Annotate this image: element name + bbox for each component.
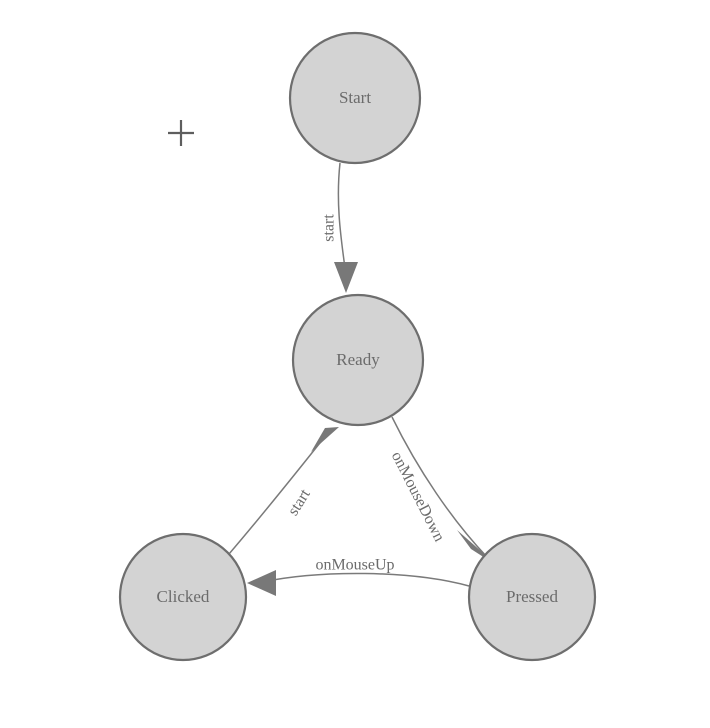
node-start[interactable]: Start [288, 31, 422, 165]
edge-pressed-to-clicked[interactable]: onMouseUp [247, 557, 470, 596]
crosshair-icon [168, 120, 194, 146]
node-clicked[interactable]: Clicked [118, 532, 248, 662]
node-start-label: Start [339, 88, 371, 107]
arrowhead-into-ready-bottom [311, 427, 339, 452]
arrowhead-into-ready-top [334, 262, 358, 293]
edge-line-pressed-to-clicked [261, 572, 470, 587]
node-clicked-circle[interactable] [118, 532, 248, 662]
edge-label-pressed-to-clicked: onMouseUp [315, 557, 394, 574]
node-pressed[interactable]: Pressed [467, 532, 597, 662]
node-ready-label: Ready [336, 350, 380, 369]
edge-label-clicked-to-ready: start [285, 486, 314, 519]
edge-line-ready-to-pressed [391, 416, 488, 558]
node-start-circle[interactable] [288, 31, 422, 165]
edge-ready-to-pressed[interactable]: onMouseDown [388, 416, 499, 567]
edge-clicked-to-ready[interactable]: start [228, 427, 339, 555]
node-ready-circle[interactable] [291, 293, 425, 427]
node-pressed-circle[interactable] [467, 532, 597, 662]
arrowhead-into-clicked [247, 570, 276, 596]
edge-line-start-to-ready [337, 162, 346, 269]
node-pressed-label: Pressed [506, 587, 558, 606]
node-ready[interactable]: Ready [291, 293, 425, 427]
edge-label-start-to-ready: start [321, 214, 338, 242]
node-clicked-label: Clicked [157, 587, 210, 606]
edge-line-clicked-to-ready [228, 433, 328, 555]
edge-start-to-ready[interactable]: start [321, 162, 358, 293]
